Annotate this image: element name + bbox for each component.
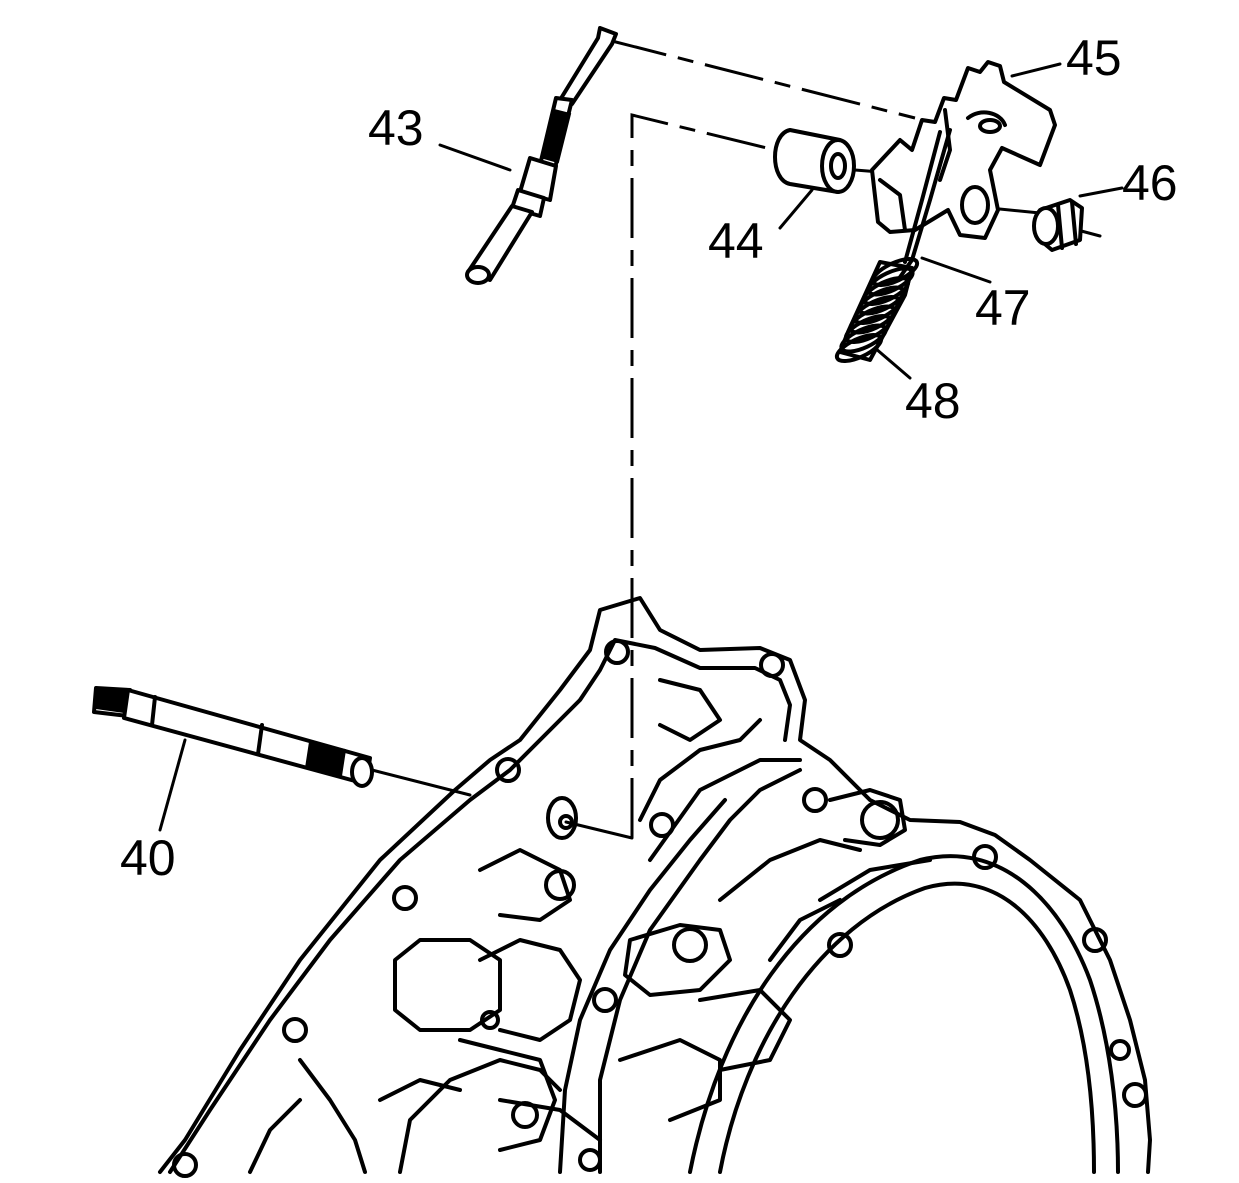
callout-46: 46 <box>1122 155 1178 211</box>
callout-43: 43 <box>368 100 424 156</box>
callout-45: 45 <box>1066 30 1122 86</box>
callout-47: 47 <box>975 280 1031 336</box>
detent-lever-part-45 <box>870 60 1057 240</box>
coil-spring-part-48 <box>834 256 920 364</box>
transmission-case <box>158 596 1152 1178</box>
nut-part-46 <box>1032 198 1084 252</box>
roller-part-44 <box>773 128 856 194</box>
callout-leaders <box>158 62 1124 832</box>
spring-coil <box>834 332 884 364</box>
callout-40: 40 <box>120 830 176 886</box>
callout-44: 44 <box>708 213 764 269</box>
detent-rod-part-43 <box>465 26 618 285</box>
shaft-part-40 <box>92 686 374 788</box>
callout-48: 48 <box>905 373 961 429</box>
